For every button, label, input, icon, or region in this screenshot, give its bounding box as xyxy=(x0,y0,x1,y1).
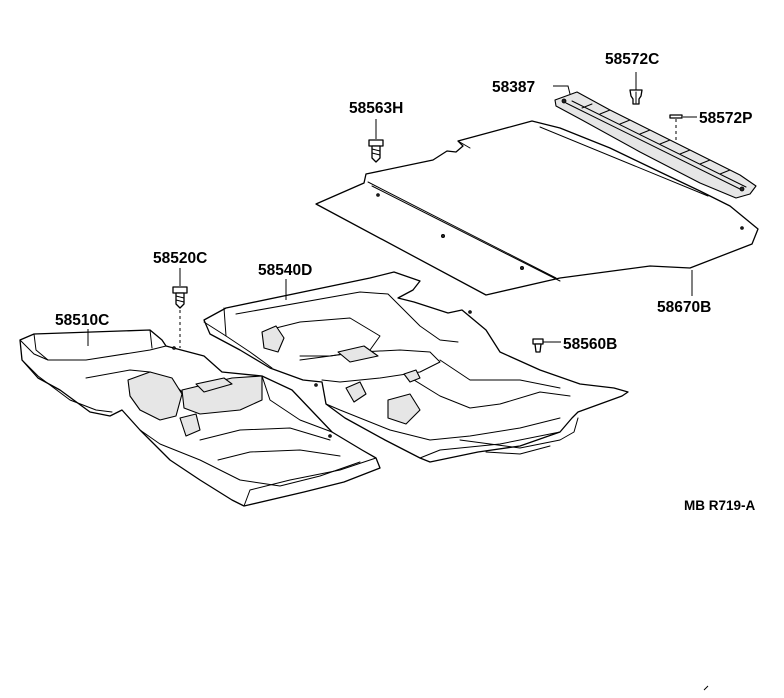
screw-58520C xyxy=(172,268,188,348)
label-58572C: 58572C xyxy=(605,51,659,68)
luggage-mat-58670B xyxy=(315,120,759,296)
label-58510C: 58510C xyxy=(55,312,109,329)
leader-lines xyxy=(87,85,693,346)
label-58520C: 58520C xyxy=(153,250,207,267)
trim-strip-58387 xyxy=(554,91,757,199)
clip-58560B xyxy=(532,338,561,353)
label-58670B: 58670B xyxy=(657,299,711,316)
label-58560B: 58560B xyxy=(563,336,617,353)
label-58540D: 58540D xyxy=(258,262,312,279)
stray-mark xyxy=(703,685,709,691)
clip-58572C xyxy=(629,72,643,105)
label-58572P: 58572P xyxy=(699,110,752,127)
clip-58572P xyxy=(669,114,697,142)
label-58387: 58387 xyxy=(492,79,535,96)
front-floor-carpet-58510C xyxy=(19,329,381,507)
rear-floor-carpet-58540D xyxy=(203,271,629,463)
screw-58563H xyxy=(368,119,384,163)
diagram-code: MB R719-A xyxy=(684,498,756,513)
label-58563H: 58563H xyxy=(349,100,403,117)
